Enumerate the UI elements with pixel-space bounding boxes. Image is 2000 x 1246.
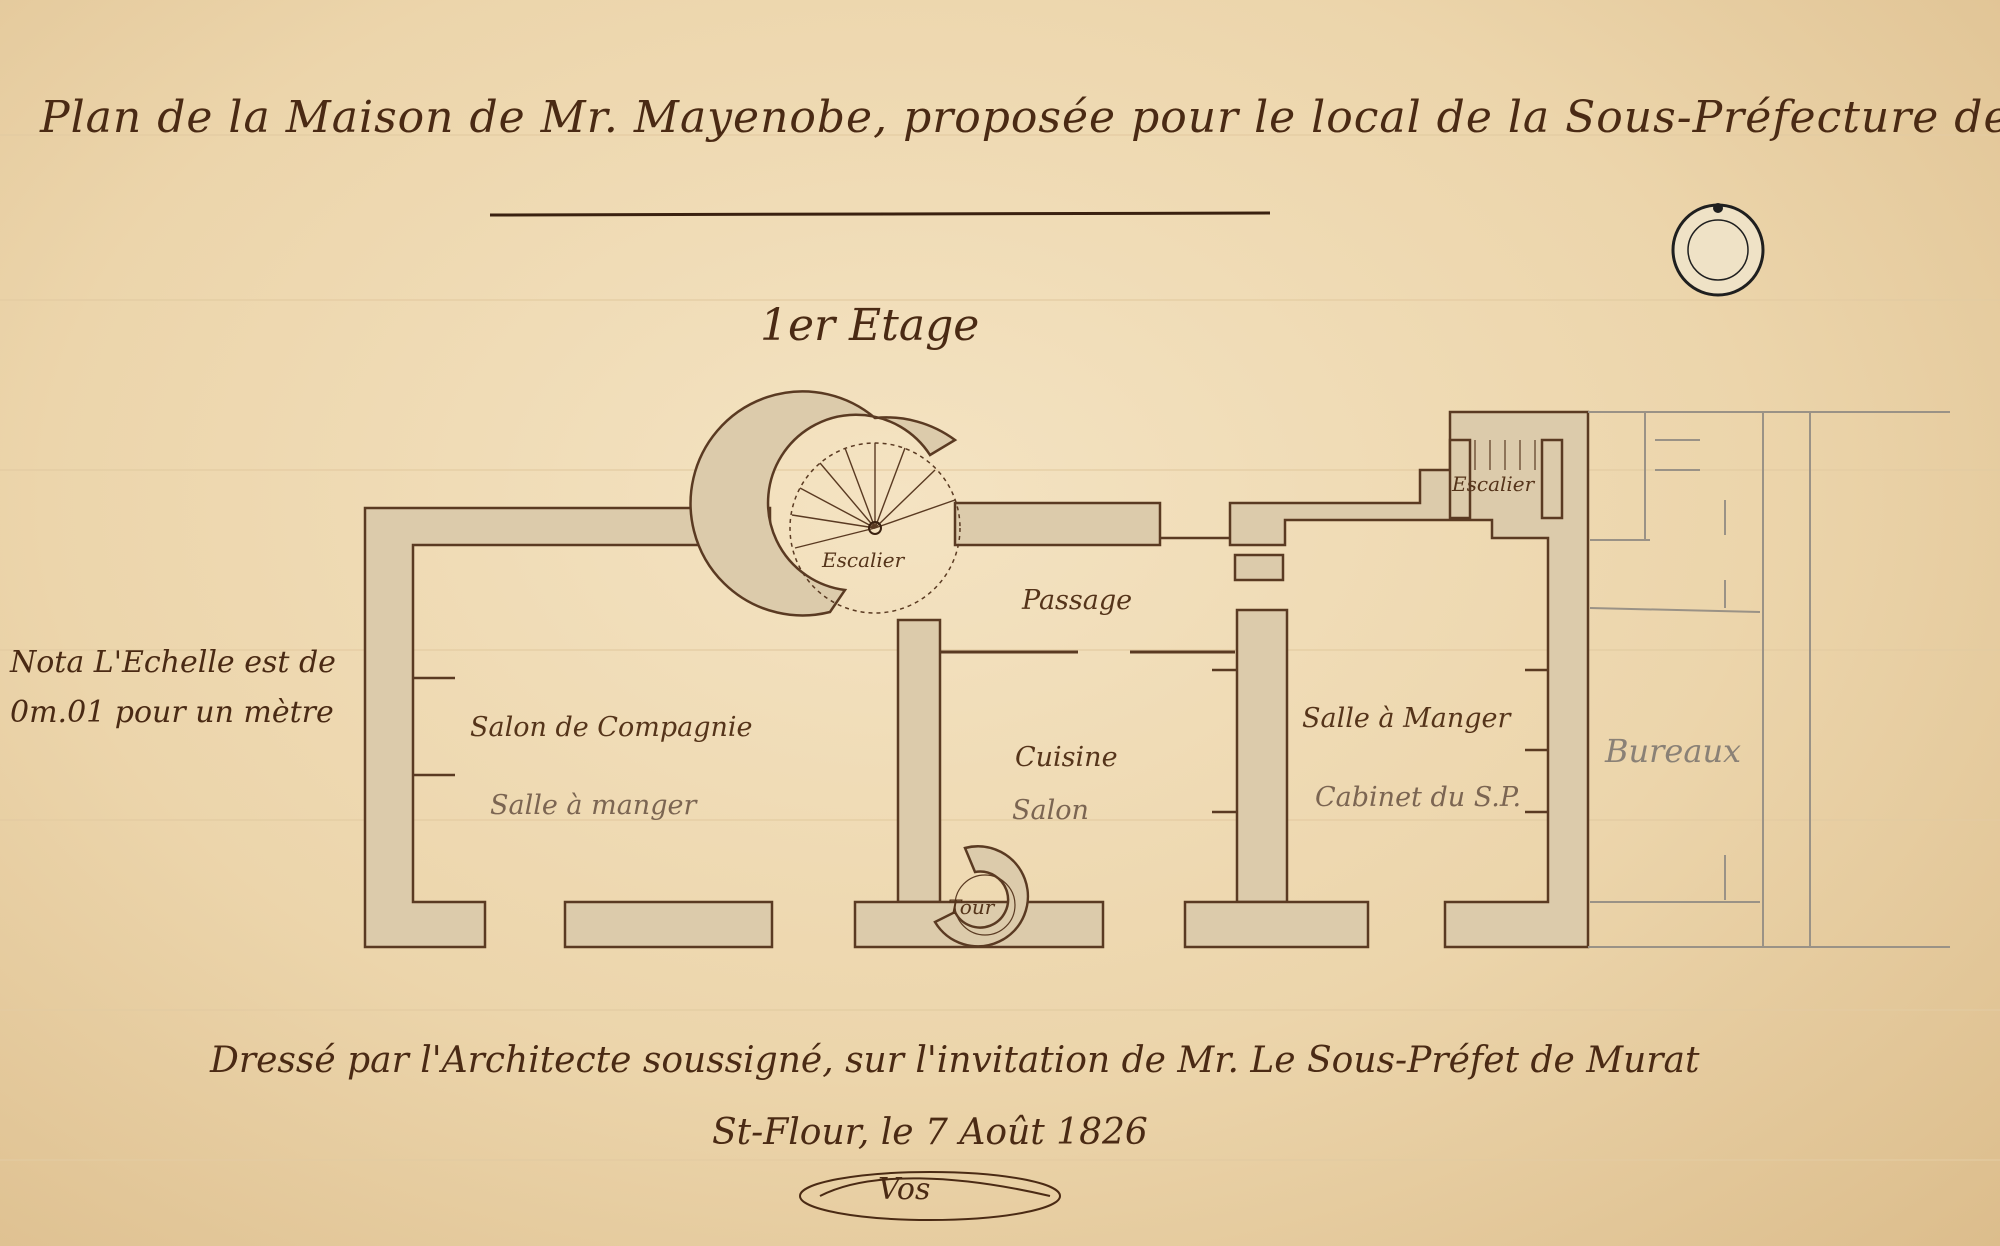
room-label-passage: Passage: [1022, 585, 1133, 616]
room-label-bureaux: Bureaux: [1605, 732, 1742, 770]
room-label-cabinet: Cabinet du S.P.: [1315, 782, 1522, 813]
title-rule: [489, 211, 1271, 217]
footer-date: St-Flour, le 7 Août 1826: [712, 1112, 1148, 1153]
architect-signature: Vos: [878, 1172, 931, 1207]
pencil-annex: [1588, 411, 1950, 948]
room-label-salon-compagnie: Salon de Compagnie: [470, 712, 753, 743]
scale-note-line1: Nota L'Echelle est de: [10, 645, 336, 680]
tower: [933, 845, 1030, 948]
room-label-escalier-main: Escalier: [822, 548, 905, 572]
small-stair-hatch: [1474, 440, 1536, 470]
ruled-lines: [0, 134, 2000, 1161]
room-label-salon-alt: Salon: [1012, 795, 1089, 826]
floor-label: 1er Etage: [760, 300, 980, 351]
page-title: Plan de la Maison de Mr. Mayenobe, propo…: [40, 92, 2000, 143]
room-label-cuisine: Cuisine: [1015, 742, 1118, 773]
walls: [363, 410, 1590, 949]
wall-marks: [413, 668, 1548, 814]
room-label-tour: Tour: [948, 895, 995, 919]
room-label-escalier-small: Escalier: [1452, 472, 1535, 496]
archive-stamp: [1671, 203, 1765, 297]
spiral-staircase: [689, 390, 961, 617]
room-label-salle-manger: Salle à Manger: [1302, 703, 1511, 734]
scale-note-line2: 0m.01 pour un mètre: [10, 695, 334, 730]
signature-flourish: [799, 1171, 1061, 1221]
footer-attribution: Dressé par l'Architecte soussigné, sur l…: [210, 1040, 1700, 1081]
room-label-salle-manger-alt: Salle à manger: [490, 790, 697, 821]
